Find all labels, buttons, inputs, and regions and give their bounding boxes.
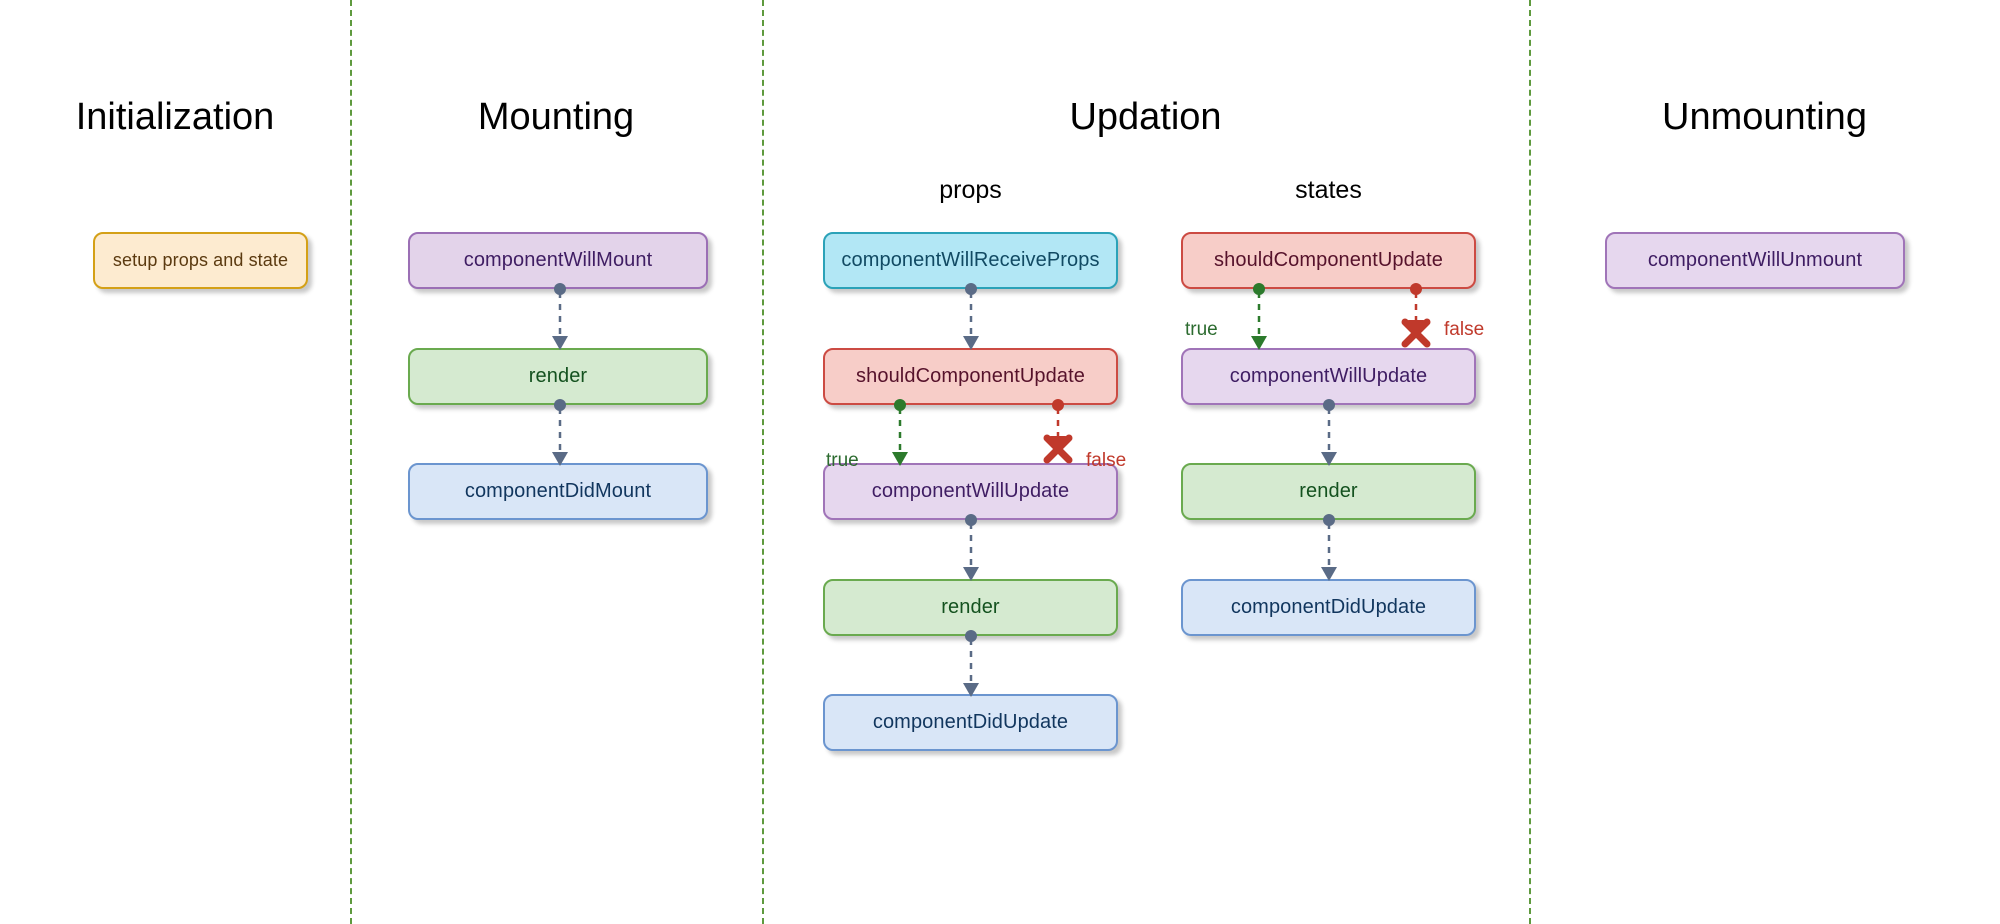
node-component-will-mount[interactable]: componentWillMount [408, 232, 708, 289]
phase-title-updation: Updation [1069, 96, 1222, 138]
node-component-will-unmount[interactable]: componentWillUnmount [1605, 232, 1905, 289]
connector-states-true-branch [1247, 283, 1271, 354]
phase-title-unmounting: Unmounting [1662, 96, 1867, 138]
node-component-did-update-props[interactable]: componentDidUpdate [823, 694, 1118, 751]
connector-render-to-did-update-states [1317, 514, 1341, 585]
connector-props-false-branch [1040, 399, 1076, 470]
cross-icon [1401, 318, 1431, 348]
node-should-component-update-states[interactable]: shouldComponentUpdate [1181, 232, 1476, 289]
connector-will-mount-to-render [548, 283, 572, 354]
edge-label-props-true: true [826, 450, 859, 471]
node-render-states[interactable]: render [1181, 463, 1476, 520]
cross-icon [1043, 434, 1073, 464]
node-component-will-receive-props[interactable]: componentWillReceiveProps [823, 232, 1118, 289]
divider-updation-unmounting [1529, 0, 1531, 924]
connector-props-true-branch [888, 399, 912, 470]
connector-will-update-to-render-states [1317, 399, 1341, 470]
connector-render-to-did-update-props [959, 630, 983, 701]
subgroup-title-states: states [1295, 176, 1362, 204]
connector-render-to-did-mount [548, 399, 572, 470]
node-component-will-update-props[interactable]: componentWillUpdate [823, 463, 1118, 520]
node-render-props[interactable]: render [823, 579, 1118, 636]
connector-will-update-to-render-props [959, 514, 983, 585]
edge-label-props-false: false [1086, 450, 1127, 471]
phase-title-initialization: Initialization [75, 96, 275, 138]
edge-label-states-true: true [1185, 319, 1218, 340]
node-should-component-update-props[interactable]: shouldComponentUpdate [823, 348, 1118, 405]
divider-initialization-mounting [350, 0, 352, 924]
node-render-mounting[interactable]: render [408, 348, 708, 405]
node-component-did-update-states[interactable]: componentDidUpdate [1181, 579, 1476, 636]
node-component-did-mount[interactable]: componentDidMount [408, 463, 708, 520]
edge-label-states-false: false [1444, 319, 1485, 340]
subgroup-title-props: props [939, 176, 1002, 204]
phase-title-mounting: Mounting [477, 96, 635, 138]
divider-mounting-updation [762, 0, 764, 924]
node-component-will-update-states[interactable]: componentWillUpdate [1181, 348, 1476, 405]
connector-will-receive-props-to-scu [959, 283, 983, 354]
node-setup-props-and-state[interactable]: setup props and state [93, 232, 308, 289]
connector-states-false-branch [1398, 283, 1434, 354]
